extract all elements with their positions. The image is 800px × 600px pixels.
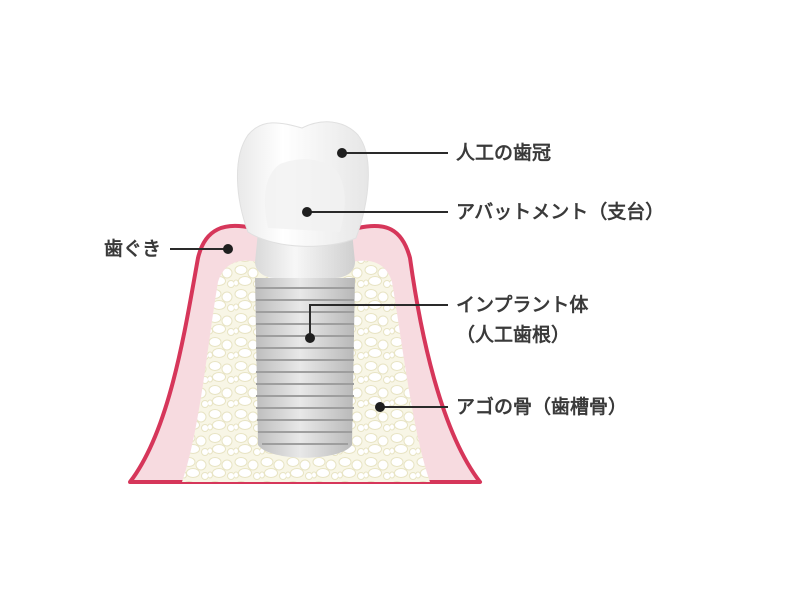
implant-dot bbox=[305, 333, 315, 343]
bone-label: アゴの骨（歯槽骨） bbox=[456, 396, 628, 418]
crown-dot bbox=[337, 148, 347, 158]
abutment-dot bbox=[302, 207, 312, 217]
implant-label-line2: （人工歯根） bbox=[456, 324, 571, 346]
gum-dot bbox=[223, 244, 233, 254]
bone-dot bbox=[375, 402, 385, 412]
implant-leader bbox=[309, 304, 448, 338]
crown-label: 人工の歯冠 bbox=[456, 142, 552, 164]
implant-body bbox=[255, 278, 355, 458]
abutment-label: アバットメント（支台） bbox=[456, 201, 665, 223]
implant-label-line1: インプラント体 bbox=[456, 294, 589, 316]
leader-lines bbox=[170, 152, 448, 408]
gum-label: 歯ぐき bbox=[104, 238, 162, 260]
